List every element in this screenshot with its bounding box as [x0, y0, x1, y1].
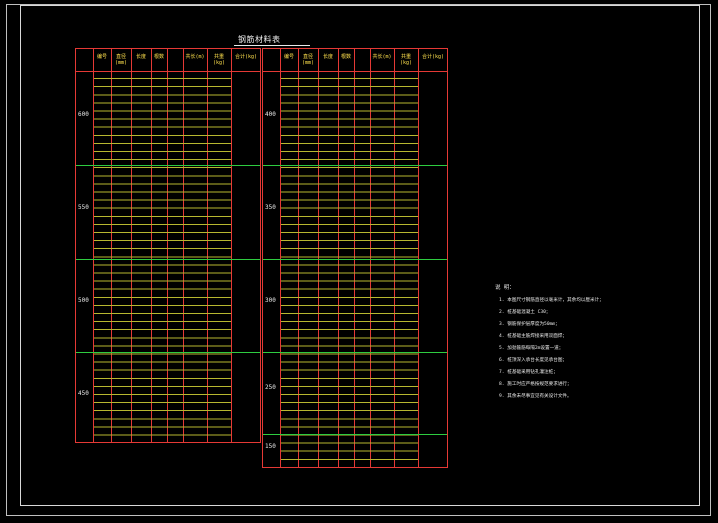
col-header-dia: 直径(mm) — [114, 54, 128, 66]
title-underline — [234, 45, 310, 46]
col-divider — [93, 49, 94, 442]
group-divider — [76, 165, 260, 166]
group-divider — [263, 352, 447, 353]
col-divider — [418, 49, 419, 467]
col-header-count: 根数 — [153, 54, 164, 60]
table-header: 编号 直径(mm) 长度 根数 共长(m) 共重(kg) 合计(kg) — [76, 49, 260, 72]
group-divider — [263, 165, 447, 166]
col-header-number: 编号 — [283, 54, 294, 60]
note-item: 6. 桩顶深入承台长度见承台图； — [499, 358, 568, 363]
drawing-frame — [20, 5, 700, 506]
col-header-sum: 合计(kg) — [234, 54, 258, 60]
col-header-length: 长度 — [135, 54, 146, 60]
page-title: 钢筋材料表 — [238, 35, 281, 44]
col-header-number: 编号 — [96, 54, 107, 60]
table-rows — [281, 71, 418, 467]
table-header: 编号 直径(mm) 长度 根数 共长(m) 共重(kg) 合计(kg) — [263, 49, 447, 72]
col-header-total-length: 共长(m) — [185, 54, 205, 60]
group-label-diameter: 450 — [78, 390, 89, 397]
col-header-sum: 合计(kg) — [421, 54, 445, 60]
note-item: 4. 桩基础主筋焊接采用双面焊； — [499, 334, 568, 339]
col-header-count: 根数 — [340, 54, 351, 60]
note-item: 1. 本图尺寸钢筋直径以毫米计，其余均以厘米计； — [499, 298, 604, 303]
group-label-diameter: 500 — [78, 297, 89, 304]
col-header-total-length: 共长(m) — [372, 54, 392, 60]
col-divider — [231, 49, 232, 442]
group-label-diameter: 250 — [265, 384, 276, 391]
group-divider — [76, 352, 260, 353]
rebar-table-left: 编号 直径(mm) 长度 根数 共长(m) 共重(kg) 合计(kg) 600 … — [75, 48, 261, 443]
col-header-length: 长度 — [322, 54, 333, 60]
group-divider — [263, 259, 447, 260]
drawing-sheet-border — [6, 4, 711, 516]
table-rows — [94, 71, 231, 442]
note-item: 3. 钢筋保护层厚度为50mm； — [499, 322, 560, 327]
group-label-diameter: 600 — [78, 111, 89, 118]
group-label-diameter: 350 — [265, 204, 276, 211]
note-item: 5. 加劲箍筋每隔2m设置一道； — [499, 346, 564, 351]
note-item: 7. 桩基础采用钻孔灌注桩； — [499, 370, 558, 375]
col-header-dia: 直径(mm) — [301, 54, 315, 66]
rebar-table-right: 编号 直径(mm) 长度 根数 共长(m) 共重(kg) 合计(kg) 400 … — [262, 48, 448, 468]
group-label-diameter: 150 — [265, 443, 276, 450]
note-item: 2. 桩基础混凝土 C30； — [499, 310, 551, 315]
col-divider — [280, 49, 281, 467]
group-divider — [263, 434, 447, 435]
group-label-diameter: 550 — [78, 204, 89, 211]
col-header-total-weight: 共重(kg) — [212, 54, 226, 66]
group-label-diameter: 400 — [265, 111, 276, 118]
group-label-diameter: 300 — [265, 297, 276, 304]
notes-heading: 说 明： — [495, 285, 515, 291]
group-divider — [76, 259, 260, 260]
note-item: 9. 其余未尽事宜见有关设计文件。 — [499, 394, 572, 399]
col-header-total-weight: 共重(kg) — [399, 54, 413, 66]
note-item: 8. 施工时应严格按规范要求进行； — [499, 382, 572, 387]
